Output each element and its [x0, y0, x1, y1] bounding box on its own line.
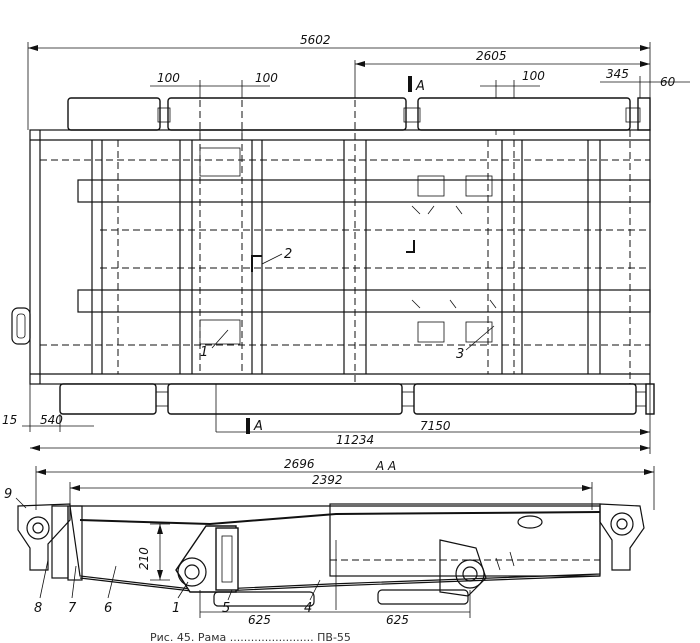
coupler-right [599, 503, 645, 571]
callout-6: 6 [104, 601, 112, 616]
bracket-group-lower [411, 299, 497, 343]
callout-5: 5 [222, 601, 230, 616]
dim-pitch-right: 625 [386, 613, 409, 627]
cross-members [91, 100, 631, 384]
dim-pitch-left: 625 [248, 613, 271, 627]
bracket-group-upper [411, 175, 493, 215]
dim-left-gap-a: 100 [157, 71, 180, 85]
dim-left-bottom-a: 15 [2, 413, 17, 427]
dim-overall-bottom: 11234 [336, 433, 374, 447]
dim-bottom-right: 7150 [420, 419, 451, 433]
dim-left-gap-b: 100 [255, 71, 278, 85]
figure-caption: Рис. 45. Рама ........................ П… [150, 631, 351, 643]
dim-section-inner: 2392 [312, 473, 343, 487]
callout-8: 8 [34, 601, 42, 616]
callout-7: 7 [68, 601, 77, 616]
dim-right-end-a: 345 [606, 67, 629, 81]
tow-handle [11, 307, 31, 345]
dim-section-overall: 2696 [284, 457, 315, 471]
dim-right-gap: 100 [522, 69, 545, 83]
coupler-left [17, 503, 71, 571]
dim-left-bottom-b: 540 [40, 413, 63, 427]
callout-2: 2 [284, 247, 292, 262]
section-view: А А 2696 2392 [4, 457, 655, 627]
callout-9: 9 [4, 487, 12, 502]
section-title: А А [375, 459, 396, 473]
dim-right-span: 2605 [476, 49, 507, 63]
section-mark-bottom: A [253, 419, 263, 434]
callout-1-top: 1 [200, 345, 208, 360]
dim-section-height: 210 [137, 547, 151, 570]
top-view: 5602 2605 100 100 100 345 60 A [2, 33, 690, 454]
callout-3: 3 [456, 347, 464, 362]
callout-4: 4 [304, 601, 312, 616]
dim-overall-top: 5602 [300, 33, 331, 47]
callout-1-section: 1 [172, 601, 180, 616]
dim-right-end-b: 60 [660, 75, 676, 89]
section-mark-top: A [415, 79, 425, 94]
